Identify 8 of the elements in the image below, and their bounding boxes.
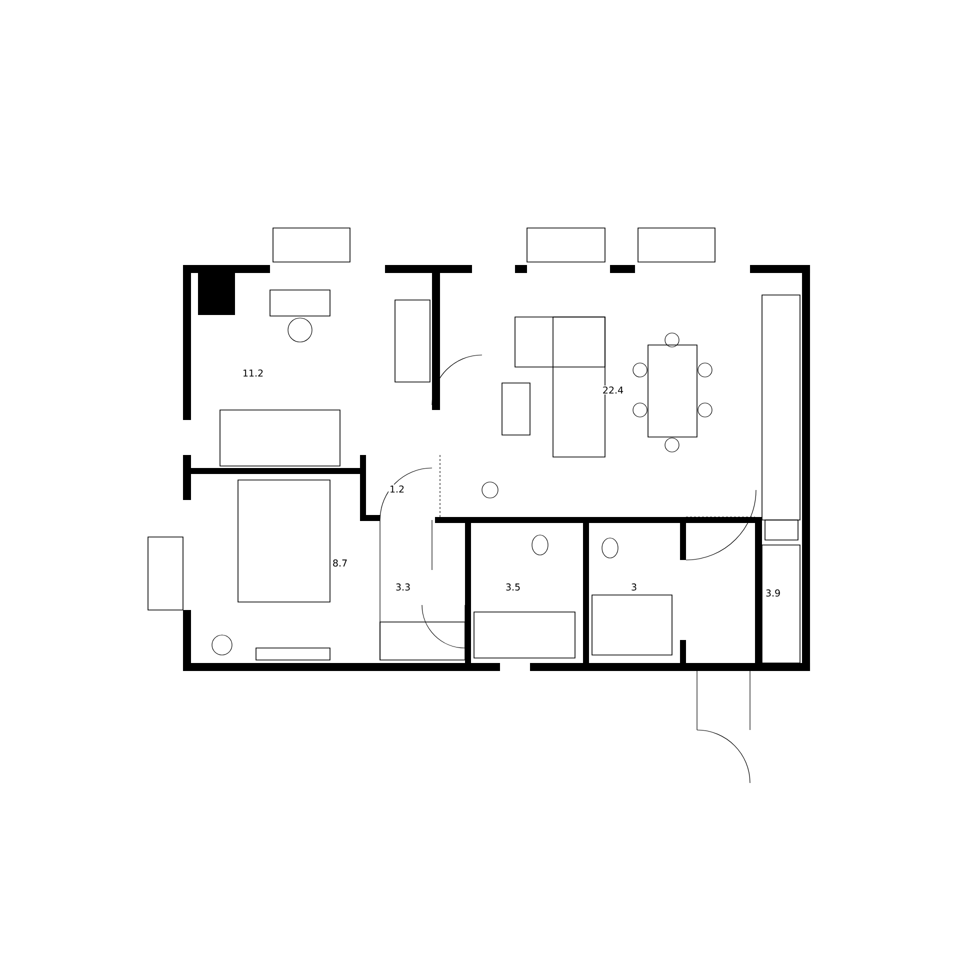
room-area-label: 8.7 xyxy=(331,558,349,568)
room-area-label: 1.2 xyxy=(388,484,406,494)
room-area-label: 3 xyxy=(630,582,638,592)
room-area-label: 22.4 xyxy=(601,385,625,395)
room-area-label: 3.3 xyxy=(394,582,412,592)
room-area-label: 11.2 xyxy=(241,368,265,378)
room-area-label: 3.5 xyxy=(504,582,522,592)
room-area-label: 3.9 xyxy=(764,588,782,598)
